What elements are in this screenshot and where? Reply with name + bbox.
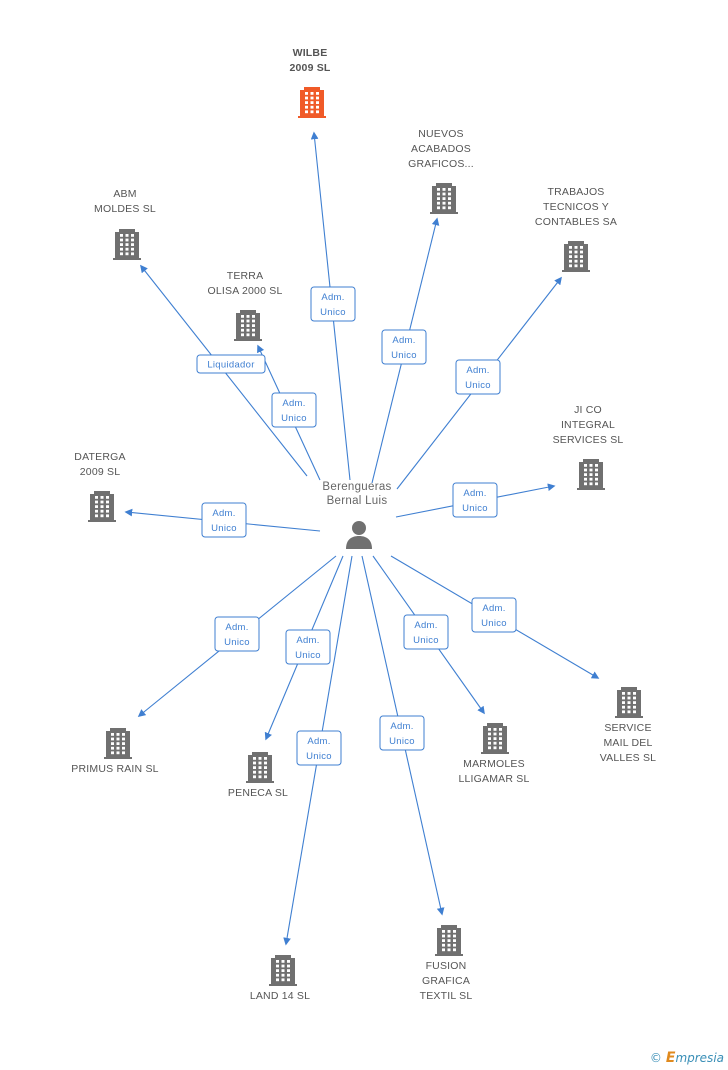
company-name-wilbe[interactable]: 2009 SL bbox=[289, 62, 330, 74]
company-name-nuevos[interactable]: NUEVOS bbox=[418, 128, 464, 140]
role-text: Adm. bbox=[321, 292, 344, 303]
building-icon-service[interactable] bbox=[615, 687, 643, 718]
role-badge-primus[interactable]: Adm. Unico bbox=[214, 616, 260, 652]
role-badge-peneca[interactable]: Adm. Unico bbox=[285, 629, 331, 665]
company-name-trabajos[interactable]: TRABAJOS bbox=[547, 186, 604, 198]
building-icon-wilbe[interactable] bbox=[298, 87, 326, 118]
building-icon-peneca[interactable] bbox=[246, 752, 274, 783]
role-text: Adm. bbox=[463, 488, 486, 499]
company-name-daterga[interactable]: 2009 SL bbox=[80, 466, 121, 478]
company-name-abm[interactable]: ABM bbox=[113, 188, 136, 200]
company-name-primus[interactable]: PRIMUS RAIN SL bbox=[71, 763, 158, 775]
building-icon-abm[interactable] bbox=[113, 229, 141, 260]
role-text: Unico bbox=[462, 503, 488, 514]
company-name-service[interactable]: MAIL DEL bbox=[603, 737, 652, 749]
role-text: Adm. bbox=[390, 721, 413, 732]
role-text: Adm. bbox=[307, 736, 330, 747]
company-name-daterga[interactable]: DATERGA bbox=[74, 451, 125, 463]
building-icon-marmoles[interactable] bbox=[481, 723, 509, 754]
brand-logo-initial: E bbox=[665, 1050, 676, 1066]
nodes-layer: WILBE 2009 SL NUEVOS ACABADOS GRAFICOS... TRA… bbox=[71, 47, 656, 1002]
role-text: Unico bbox=[391, 350, 417, 361]
role-text: Adm. bbox=[225, 622, 248, 633]
role-text: Unico bbox=[306, 751, 332, 762]
company-name-service[interactable]: SERVICE bbox=[604, 722, 651, 734]
role-text: Adm. bbox=[414, 620, 437, 631]
building-icon-daterga[interactable] bbox=[88, 491, 116, 522]
building-icon-primus[interactable] bbox=[104, 728, 132, 759]
building-icon-nuevos[interactable] bbox=[430, 183, 458, 214]
role-badge-nuevos[interactable]: Adm. Unico bbox=[381, 329, 427, 365]
person-name: Bernal Luis bbox=[327, 495, 388, 507]
company-name-abm[interactable]: MOLDES SL bbox=[94, 203, 156, 215]
role-badge-abm[interactable]: Liquidador bbox=[196, 354, 266, 374]
role-text: Adm. bbox=[482, 603, 505, 614]
company-name-marmoles[interactable]: LLIGAMAR SL bbox=[458, 773, 529, 785]
person-icon[interactable] bbox=[346, 521, 372, 549]
company-name-jico[interactable]: SERVICES SL bbox=[553, 434, 624, 446]
role-text: Adm. bbox=[466, 365, 489, 376]
company-name-jico[interactable]: JI CO bbox=[574, 404, 602, 416]
roles-layer: Adm.UnicoAdm.UnicoAdm.UnicoLiquidadorAdm… bbox=[196, 286, 517, 766]
role-text: Adm. bbox=[392, 335, 415, 346]
role-badge-marmoles[interactable]: Adm. Unico bbox=[403, 614, 449, 650]
company-name-land[interactable]: LAND 14 SL bbox=[250, 990, 310, 1002]
role-text: Adm. bbox=[282, 398, 305, 409]
role-badge-service[interactable]: Adm. Unico bbox=[471, 597, 517, 633]
company-name-terra[interactable]: TERRA bbox=[227, 270, 264, 282]
role-text: Liquidador bbox=[207, 360, 254, 371]
company-name-peneca[interactable]: PENECA SL bbox=[228, 787, 288, 799]
footer-brand[interactable]: ©Empresia bbox=[650, 1050, 724, 1066]
role-badge-wilbe[interactable]: Adm. Unico bbox=[310, 286, 356, 322]
company-name-marmoles[interactable]: MARMOLES bbox=[463, 758, 525, 770]
company-name-fusion[interactable]: FUSION bbox=[426, 960, 467, 972]
building-icon-trabajos[interactable] bbox=[562, 241, 590, 272]
role-badge-terra[interactable]: Adm. Unico bbox=[271, 392, 317, 428]
role-text: Unico bbox=[481, 618, 507, 629]
company-name-nuevos[interactable]: GRAFICOS... bbox=[408, 158, 474, 170]
company-name-fusion[interactable]: GRAFICA bbox=[422, 975, 470, 987]
building-icon-jico[interactable] bbox=[577, 459, 605, 490]
role-text: Adm. bbox=[296, 635, 319, 646]
role-text: Unico bbox=[389, 736, 415, 747]
role-text: Unico bbox=[413, 635, 439, 646]
company-name-service[interactable]: VALLES SL bbox=[600, 752, 656, 764]
role-text: Unico bbox=[281, 413, 307, 424]
building-icon-fusion[interactable] bbox=[435, 925, 463, 956]
role-badge-fusion[interactable]: Adm. Unico bbox=[379, 715, 425, 751]
company-name-jico[interactable]: INTEGRAL bbox=[561, 419, 615, 431]
role-badge-jico[interactable]: Adm. Unico bbox=[452, 482, 498, 518]
role-text: Unico bbox=[211, 523, 237, 534]
company-name-trabajos[interactable]: CONTABLES SA bbox=[535, 216, 617, 228]
role-text: Unico bbox=[295, 650, 321, 661]
role-text: Unico bbox=[320, 307, 346, 318]
company-name-terra[interactable]: OLISA 2000 SL bbox=[208, 285, 283, 297]
company-name-wilbe[interactable]: WILBE bbox=[293, 47, 328, 59]
company-name-fusion[interactable]: TEXTIL SL bbox=[420, 990, 473, 1002]
role-text: Unico bbox=[465, 380, 491, 391]
role-text: Unico bbox=[224, 637, 250, 648]
company-name-trabajos[interactable]: TECNICOS Y bbox=[543, 201, 609, 213]
person-name: Berengueras bbox=[322, 481, 391, 493]
building-icon-land[interactable] bbox=[269, 955, 297, 986]
role-badge-daterga[interactable]: Adm. Unico bbox=[201, 502, 247, 538]
role-badge-land[interactable]: Adm. Unico bbox=[296, 730, 342, 766]
role-text: Adm. bbox=[212, 508, 235, 519]
brand-name: mpresia bbox=[675, 1051, 724, 1065]
role-badge-trabajos[interactable]: Adm. Unico bbox=[455, 359, 501, 395]
company-name-nuevos[interactable]: ACABADOS bbox=[411, 143, 471, 155]
building-icon-terra[interactable] bbox=[234, 310, 262, 341]
copyright-icon: © bbox=[649, 1051, 662, 1065]
